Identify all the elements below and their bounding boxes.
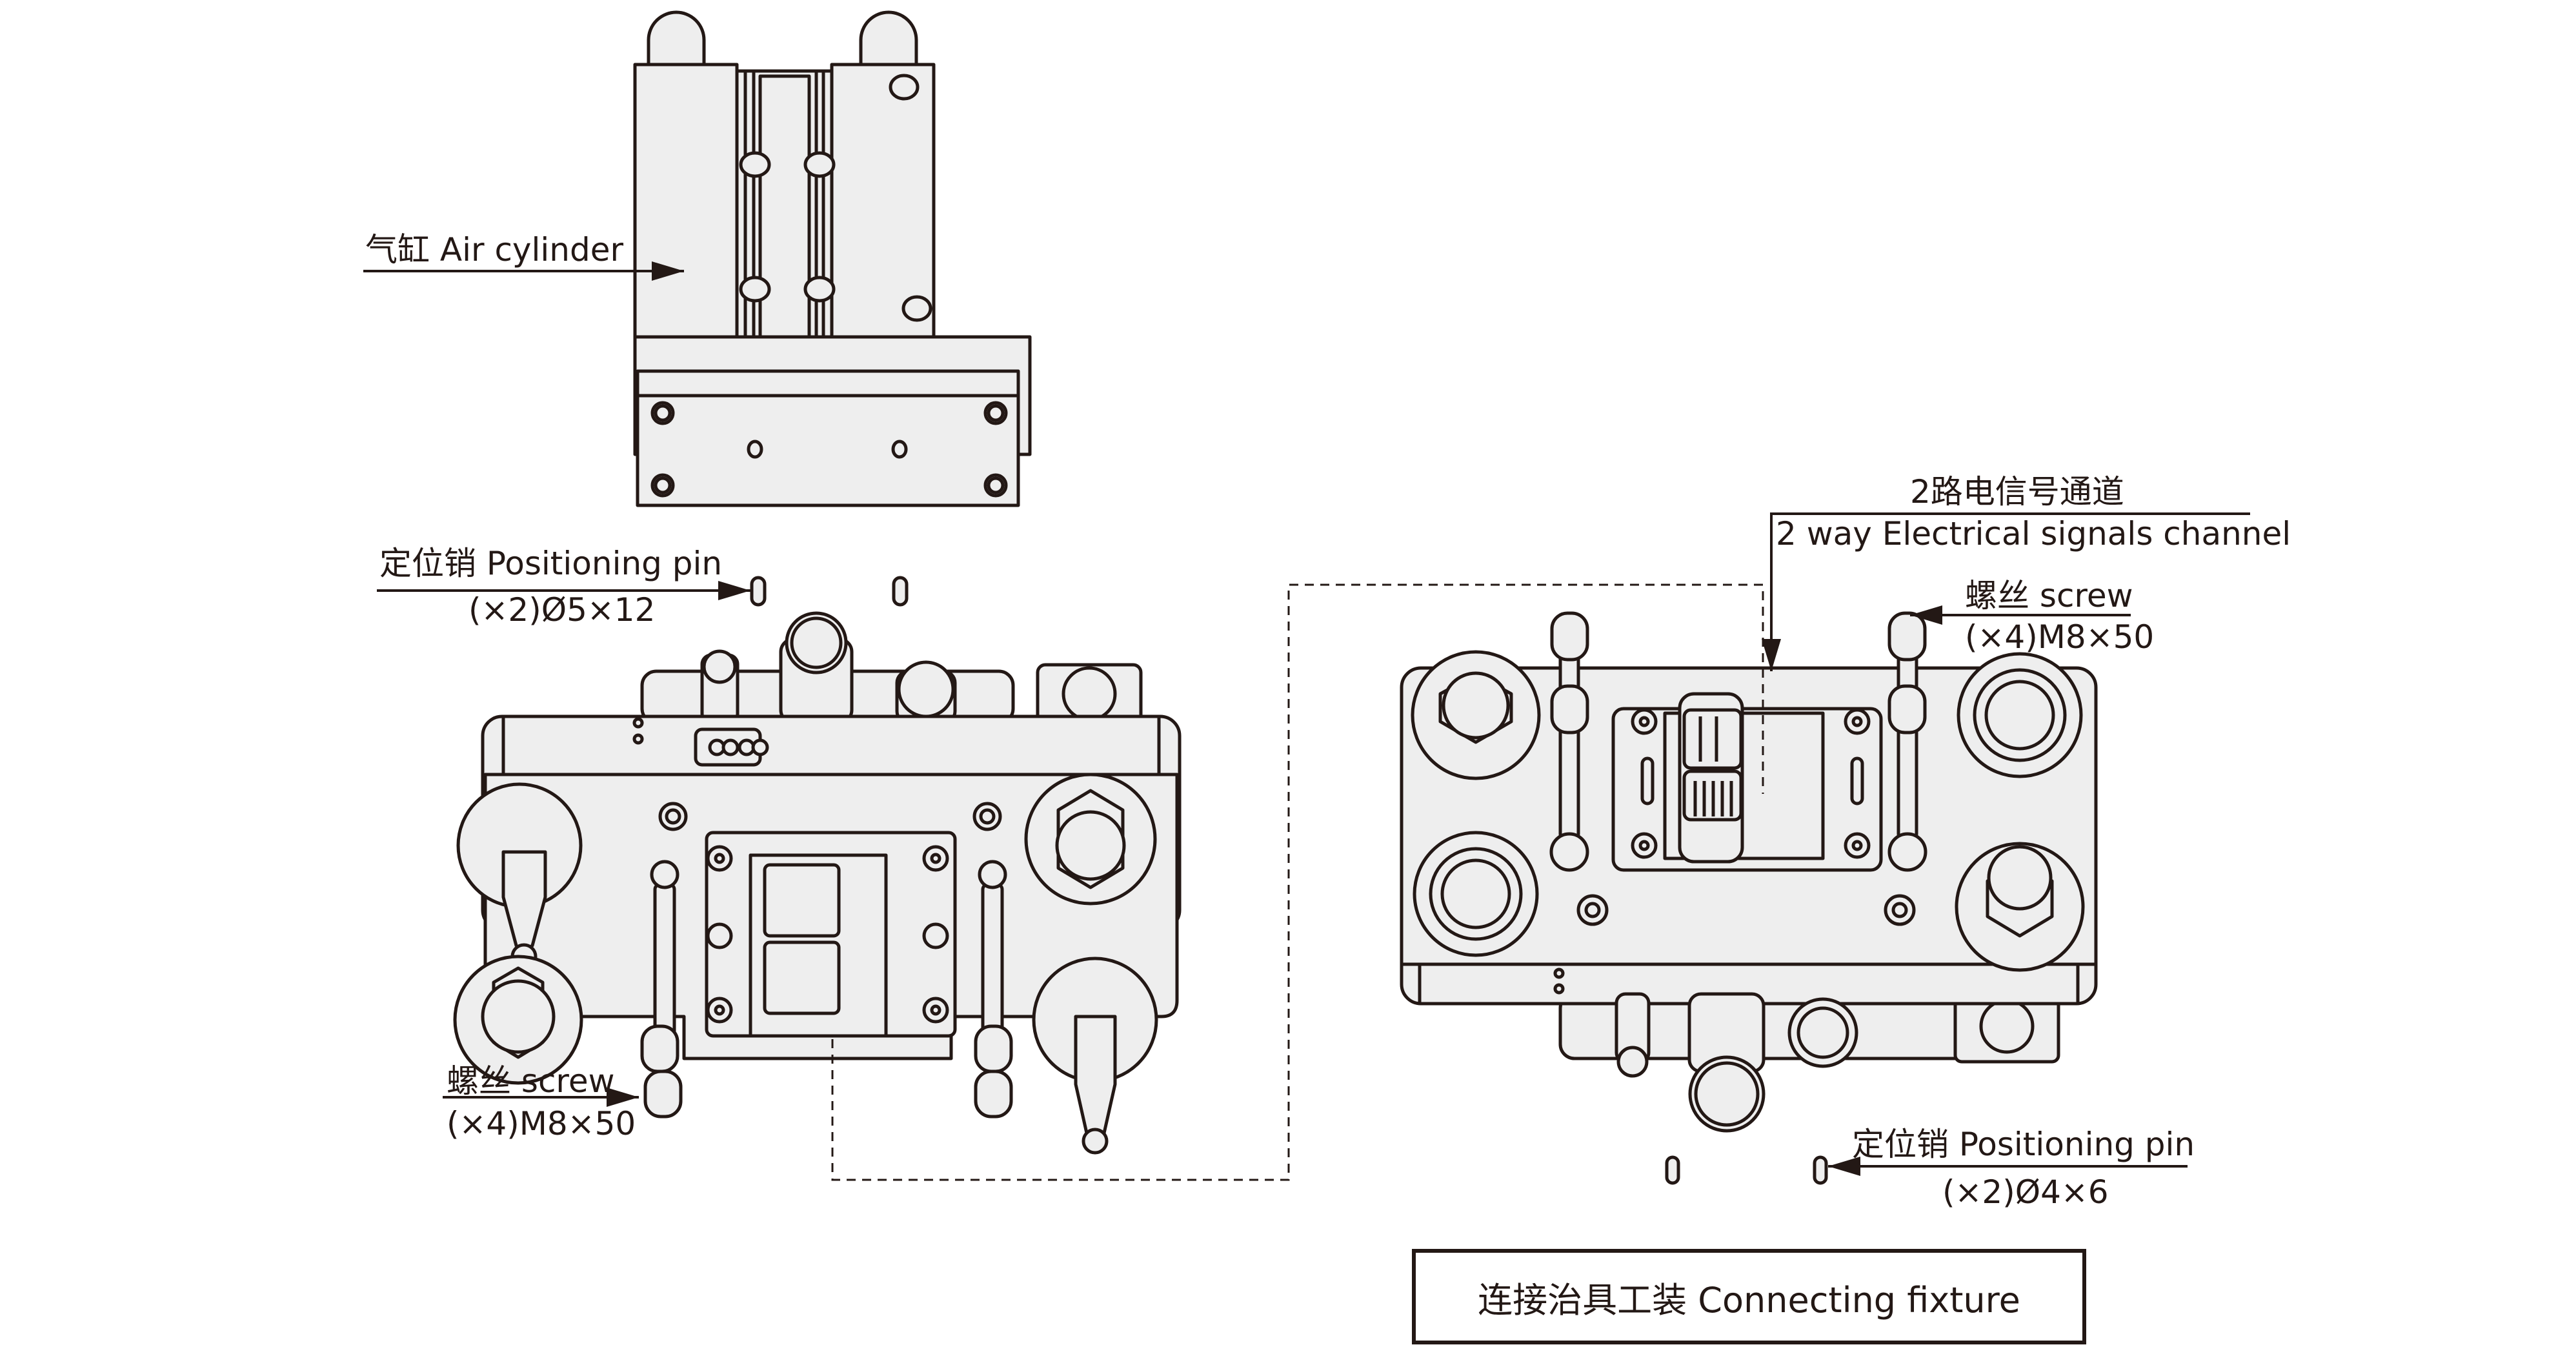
cylinder-cap-right xyxy=(859,10,918,66)
label-screw-left-name: 螺丝 screw xyxy=(447,1062,615,1100)
label-pin-bottom-spec: (×2)Ø4×6 xyxy=(1942,1173,2109,1211)
left-fixture xyxy=(453,611,1182,1155)
right-screw-head xyxy=(1550,611,1589,662)
label-pin-top-spec: (×2)Ø5×12 xyxy=(468,591,656,629)
cylinder-cap-left xyxy=(647,10,706,66)
title-text: 连接治具工装 Connecting fixture xyxy=(1478,1279,2020,1321)
label-screw-right-spec: (×4)M8×50 xyxy=(1965,618,2155,656)
label-screw-right-name: 螺丝 screw xyxy=(1965,577,2133,614)
air-cylinder xyxy=(633,10,1032,507)
cylinder-mount-plate xyxy=(636,369,1020,507)
left-multipin-insert xyxy=(763,863,841,938)
positioning-pins-top xyxy=(750,576,909,607)
label-channel-cn: 2路电信号通道 xyxy=(1910,473,2124,511)
left-power-insert xyxy=(763,940,841,1015)
label-pin-top-name: 定位销 Positioning pin xyxy=(379,545,723,582)
cylinder-body-right xyxy=(830,63,936,376)
cylinder-body-left xyxy=(633,63,739,376)
leader-channel xyxy=(1762,512,2250,671)
title-box: 连接治具工装 Connecting fixture xyxy=(1412,1249,2086,1344)
label-channel-en: 2 way Electrical signals channel xyxy=(1776,515,2291,552)
label-air-cylinder: 气缸 Air cylinder xyxy=(365,231,624,268)
positioning-pins-bottom xyxy=(1665,1155,1828,1185)
assembly-dashed-line xyxy=(831,583,1764,1181)
label-screw-left-spec: (×4)M8×50 xyxy=(447,1105,636,1142)
right-fixture xyxy=(1400,611,2098,1133)
left-screw-head xyxy=(640,1024,679,1073)
label-pin-bottom-name: 定位销 Positioning pin xyxy=(1852,1126,2195,1163)
